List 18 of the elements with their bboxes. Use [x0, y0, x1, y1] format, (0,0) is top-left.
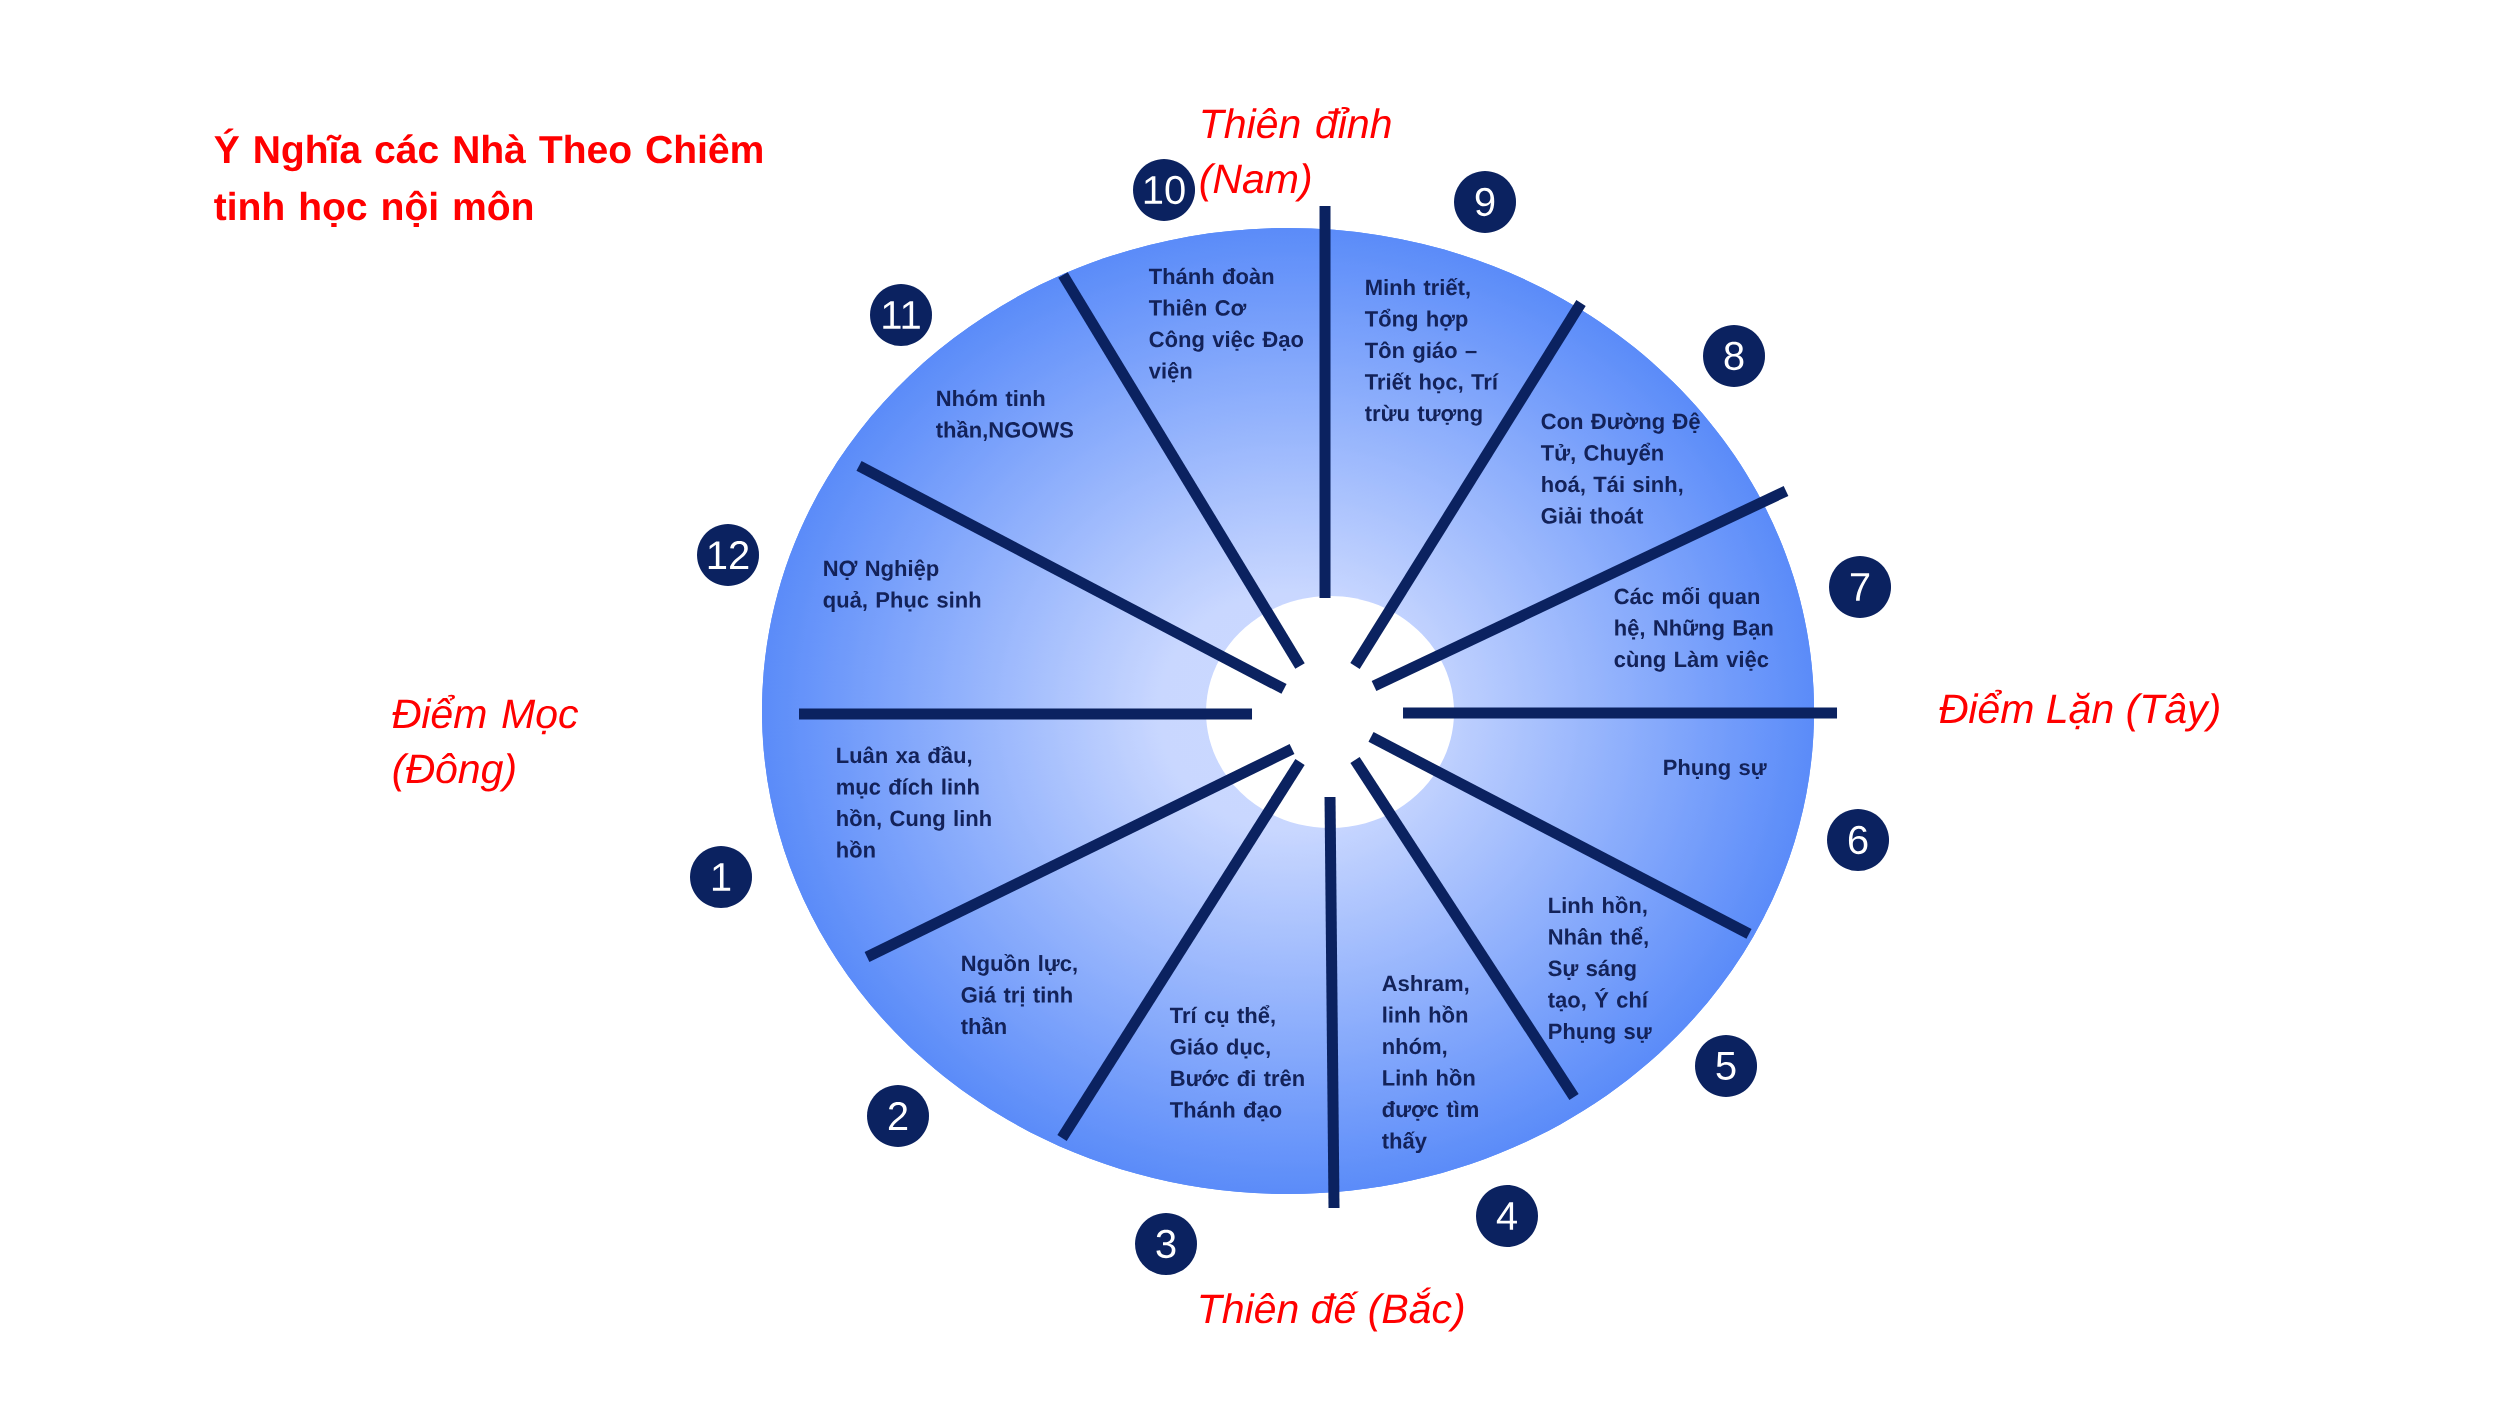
sector-text: Minh triết, Tổng hợp Tôn giáo – Triết học, Trí trừu tượng [1364, 278, 1499, 426]
compass-label: Thiên đỉnh (Nam) [1200, 107, 1391, 202]
compass-label: Điểm Lặn (Tây) [1939, 689, 2219, 732]
sector-text: Con Đường Đệ Tử, Chuyển hoá, Tái sinh, Giải thoát [1540, 412, 1700, 524]
sector-text: Nhóm tinh thần,NGOWS [936, 389, 1073, 441]
sector-text: Trí cụ thể, Giáo dục, Bước đi trên Thánh đạo [1169, 1005, 1304, 1122]
sector-text: NỢ Nghiệp quả, Phục sinh [823, 559, 981, 613]
wheel-disc [762, 228, 1814, 1194]
sector-text: Linh hồn, Nhân thể, Sự sáng tạo, Ý chí Phụng sự [1548, 896, 1652, 1044]
sector-text: Ashram, linh hồn nhóm, Linh hồn được tìm thấy [1382, 975, 1478, 1153]
sector-text: Thánh đoàn Thiên Cơ Công việc Đạo viện [1148, 267, 1304, 383]
sector-text: Phụng sự [1664, 759, 1767, 780]
compass-label: Thiên đế (Bắc) [1200, 1287, 1464, 1332]
sector-text: Nguồn lực, Giá trị tinh thần [961, 954, 1077, 1035]
sector-text: Luân xa đầu, mục đích linh hồn, Cung linh hồn [837, 746, 991, 858]
title: Ý Nghĩa các Nhà Theo Chiêm tinh học nội môn [214, 128, 762, 227]
compass-label: Điểm Mọc (Đông) [392, 694, 579, 792]
sector-text: Các mối quan hệ, Những Bạn cùng Làm việc [1614, 587, 1773, 672]
